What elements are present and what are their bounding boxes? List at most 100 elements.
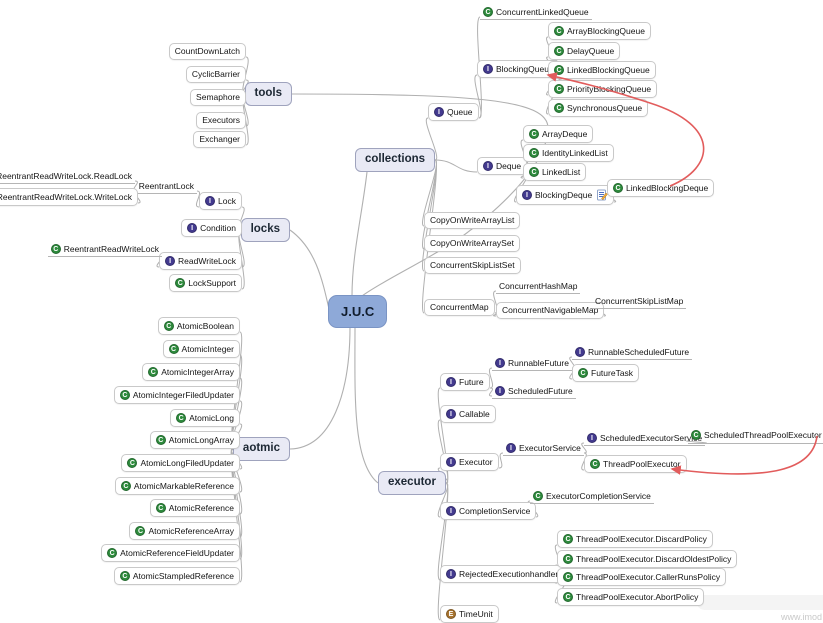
- node-label: Future: [459, 376, 484, 387]
- node-label: Condition: [200, 222, 236, 233]
- node-concurrentskiplistmap[interactable]: ConcurrentSkipListMap: [592, 296, 687, 309]
- node-label: J.U.C: [341, 304, 375, 319]
- class-icon: C: [554, 46, 564, 56]
- class-icon: C: [119, 390, 130, 400]
- node-countdownlatch[interactable]: CountDownLatch: [168, 43, 246, 60]
- node-exchanger[interactable]: Exchanger: [193, 131, 246, 148]
- node-locks[interactable]: locks: [240, 218, 290, 242]
- interface-icon: I: [434, 107, 444, 117]
- interface-icon: I: [446, 506, 456, 516]
- node-label: RejectedExecutionhandler: [459, 568, 559, 579]
- node-label: Deque: [496, 160, 522, 171]
- node-concurrentmap[interactable]: ConcurrentMap: [424, 299, 495, 316]
- node-executors[interactable]: Executors: [196, 112, 246, 129]
- node-collections[interactable]: collections: [355, 148, 436, 172]
- node-label: SynchronousQueue: [567, 102, 643, 113]
- node-concurrenthashmap[interactable]: ConcurrentHashMap: [496, 281, 581, 294]
- node-label: executor: [388, 476, 436, 488]
- class-icon: C: [529, 148, 539, 158]
- node-tools[interactable]: tools: [244, 82, 292, 106]
- node-concurrentnavigablemap[interactable]: ConcurrentNavigableMap: [496, 302, 605, 319]
- node-label: Lock: [218, 195, 236, 206]
- watermark: www.imod: [780, 612, 822, 622]
- node-label: DelayQueue: [567, 45, 615, 56]
- node-copyonwritearrayset[interactable]: CopyOnWriteArraySet: [424, 235, 520, 252]
- node-semaphore[interactable]: Semaphore: [190, 89, 246, 106]
- node-label: AtomicIntegerFiledUpdater: [132, 389, 234, 400]
- node-label: ConcurrentMap: [430, 302, 489, 312]
- node-label: AtomicLongFiledUpdater: [140, 457, 234, 468]
- node-concurrentskiplistset[interactable]: ConcurrentSkipListSet: [424, 257, 521, 274]
- class-icon: C: [168, 344, 179, 354]
- node-label: tools: [254, 87, 282, 99]
- node-label: ArrayBlockingQueue: [567, 25, 645, 36]
- node-juc[interactable]: J.U.C: [328, 295, 388, 328]
- interface-icon: I: [495, 386, 505, 396]
- node-reentrantlock[interactable]: ReentrantLock: [135, 181, 197, 194]
- node-label: AtomicReferenceArray: [148, 525, 234, 536]
- node-label: ExecutorCompletionService: [546, 490, 651, 501]
- node-cyclicbarrier[interactable]: CyclicBarrier: [185, 66, 246, 83]
- node-aotmic[interactable]: aotmic: [232, 437, 290, 461]
- class-icon: C: [163, 321, 174, 331]
- node-copyonwritearraylist[interactable]: CopyOnWriteArrayList: [424, 212, 521, 229]
- class-icon: C: [155, 435, 166, 445]
- interface-icon: I: [495, 358, 505, 368]
- node-label: ExecutorService: [519, 442, 581, 453]
- node-executor[interactable]: executor: [378, 471, 446, 495]
